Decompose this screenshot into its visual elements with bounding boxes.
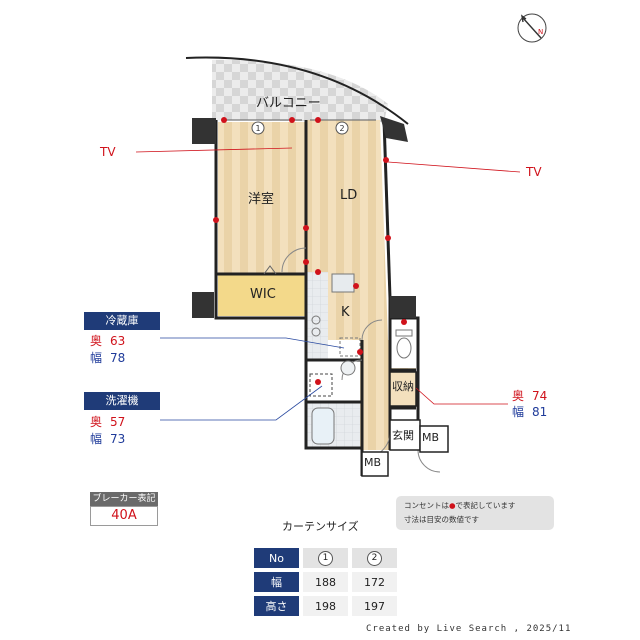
curtain-header-col-1: 1 <box>303 548 348 568</box>
outlet-marker <box>213 217 219 223</box>
mb-box-left <box>361 451 389 477</box>
outlet-marker <box>289 117 295 123</box>
room-label-ld: LD <box>340 188 358 203</box>
curtain-header-label: No <box>254 548 299 568</box>
fridge-width: 幅 78 <box>90 350 125 366</box>
door-swing <box>361 319 383 341</box>
storage-depth: 奥 74 <box>512 388 547 404</box>
window-number-2: 2 <box>367 551 382 566</box>
curtain-table: No 1 2 幅 188 172 高さ 198 197 <box>250 544 401 620</box>
tv-label-left: TV <box>100 145 116 159</box>
fridge-width-value: 78 <box>110 351 126 365</box>
window-marker-1: 1 <box>255 124 260 133</box>
washer-depth: 奥 57 <box>90 414 125 430</box>
washer-depth-label: 奥 <box>90 415 103 429</box>
storage-width-value: 81 <box>532 405 548 419</box>
room-label-kitchen: K <box>341 305 350 320</box>
outlet-marker <box>401 319 407 325</box>
washer-title: 洗濯機 <box>84 392 160 410</box>
storage-depth-label: 奥 <box>512 389 525 403</box>
compass-north-letter: N <box>538 28 543 36</box>
toilet <box>396 337 412 359</box>
outlet-marker <box>315 269 321 275</box>
washer-width: 幅 73 <box>90 431 125 447</box>
curtain-cell: 198 <box>303 596 348 616</box>
breaker-value: 40A <box>90 506 158 526</box>
fridge-depth-label: 奥 <box>90 334 103 348</box>
room-label-storage: 収納 <box>392 380 414 393</box>
mb-box-right <box>419 425 449 453</box>
breaker-title: ブレーカー表記 <box>90 492 158 506</box>
sink <box>331 273 355 293</box>
curtain-header-row: No 1 2 <box>254 548 397 568</box>
room-label-western: 洋室 <box>248 192 275 207</box>
outlet-marker <box>315 117 321 123</box>
washer-depth-value: 57 <box>110 415 126 429</box>
wic-floor <box>218 274 306 316</box>
curtain-title: カーテンサイズ <box>282 520 359 533</box>
bathtub <box>311 407 335 445</box>
fridge-title: 冷蔵庫 <box>84 312 160 330</box>
fridge-slot <box>339 337 361 357</box>
outlet-marker <box>357 349 363 355</box>
outlet-marker <box>353 283 359 289</box>
room-label-mb-left: MB <box>364 456 382 469</box>
outlet-marker <box>385 235 391 241</box>
column <box>380 116 408 142</box>
outlet-marker <box>383 157 389 163</box>
column <box>192 118 216 144</box>
column <box>192 292 214 318</box>
washer-width-label: 幅 <box>90 432 103 446</box>
washer-width-value: 73 <box>110 432 126 446</box>
storage-width: 幅 81 <box>512 404 547 420</box>
door-swing <box>417 449 441 473</box>
storage-box <box>389 371 417 407</box>
washer-slot <box>309 373 333 397</box>
room-label-balcony: バルコニー <box>256 96 321 111</box>
window-marker-2: 2 <box>339 124 344 133</box>
outlet-markers <box>213 117 407 385</box>
curtain-header-col-2: 2 <box>352 548 397 568</box>
room-label-wic: WIC <box>250 287 276 302</box>
door-swing <box>281 247 307 273</box>
fridge-depth-value: 63 <box>110 334 126 348</box>
table-row: 高さ 198 197 <box>254 596 397 616</box>
outlet-marker <box>303 225 309 231</box>
tv-label-right: TV <box>526 165 542 179</box>
curtain-cell: 188 <box>303 572 348 592</box>
curtain-row-label: 幅 <box>254 572 299 592</box>
note-line-2: 寸法は目安の数値です <box>404 515 479 524</box>
curtain-cell: 172 <box>352 572 397 592</box>
outlet-marker <box>315 379 321 385</box>
room-label-entrance: 玄関 <box>392 429 414 442</box>
balcony-area <box>212 59 388 122</box>
outlet-marker <box>303 259 309 265</box>
curtain-row-label: 高さ <box>254 596 299 616</box>
table-row: 幅 188 172 <box>254 572 397 592</box>
fridge-width-label: 幅 <box>90 351 103 365</box>
room-label-mb-right: MB <box>422 431 440 444</box>
fridge-depth: 奥 63 <box>90 333 125 349</box>
column <box>390 296 416 318</box>
wash-basin <box>340 360 356 376</box>
credit-text: Created by Live Search , 2025/11 <box>366 624 572 634</box>
note-line-1a: コンセントは <box>404 501 449 510</box>
curtain-cell: 197 <box>352 596 397 616</box>
western-room-floor <box>218 122 306 274</box>
storage-width-label: 幅 <box>512 405 525 419</box>
note-line-1b: で表記しています <box>455 501 516 510</box>
note-line-1: コンセントは●で表記しています <box>404 499 554 513</box>
corridor-floor <box>360 340 390 450</box>
compass: N <box>517 13 547 43</box>
outlet-legend-icon: ● <box>449 501 456 510</box>
window-number-1: 1 <box>318 551 333 566</box>
outlet-marker <box>221 117 227 123</box>
note-box: コンセントは●で表記しています 寸法は目安の数値です <box>396 496 554 530</box>
storage-depth-value: 74 <box>532 389 548 403</box>
